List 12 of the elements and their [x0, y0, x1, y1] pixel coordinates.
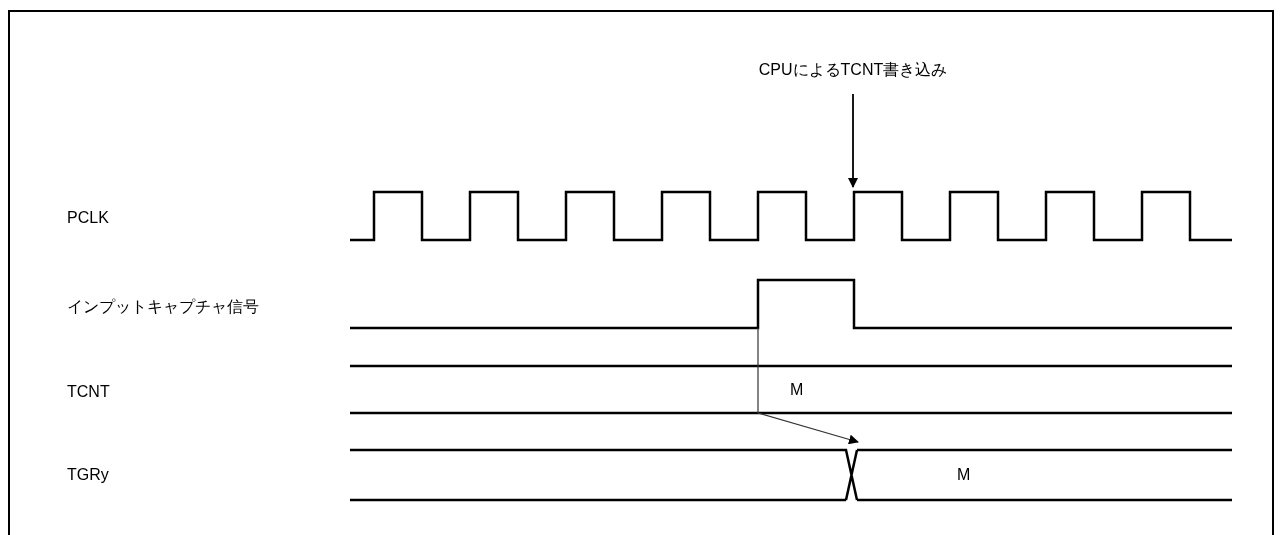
- signal-name: TGRy: [67, 465, 109, 485]
- arrow: [757, 327, 859, 445]
- annotation-text: CPUによるTCNT書き込み: [758, 60, 948, 80]
- bus-value: M: [957, 465, 971, 485]
- arrow: [848, 93, 858, 188]
- signal-name: TCNT: [67, 382, 110, 402]
- bus-value: M: [790, 380, 804, 400]
- signal-name: インプットキャプチャ信号: [67, 297, 259, 317]
- pulse-waveform: [350, 278, 1232, 330]
- bus-waveform: [350, 448, 1232, 502]
- signal-name: PCLK: [67, 208, 109, 228]
- clock-waveform: [350, 190, 1232, 242]
